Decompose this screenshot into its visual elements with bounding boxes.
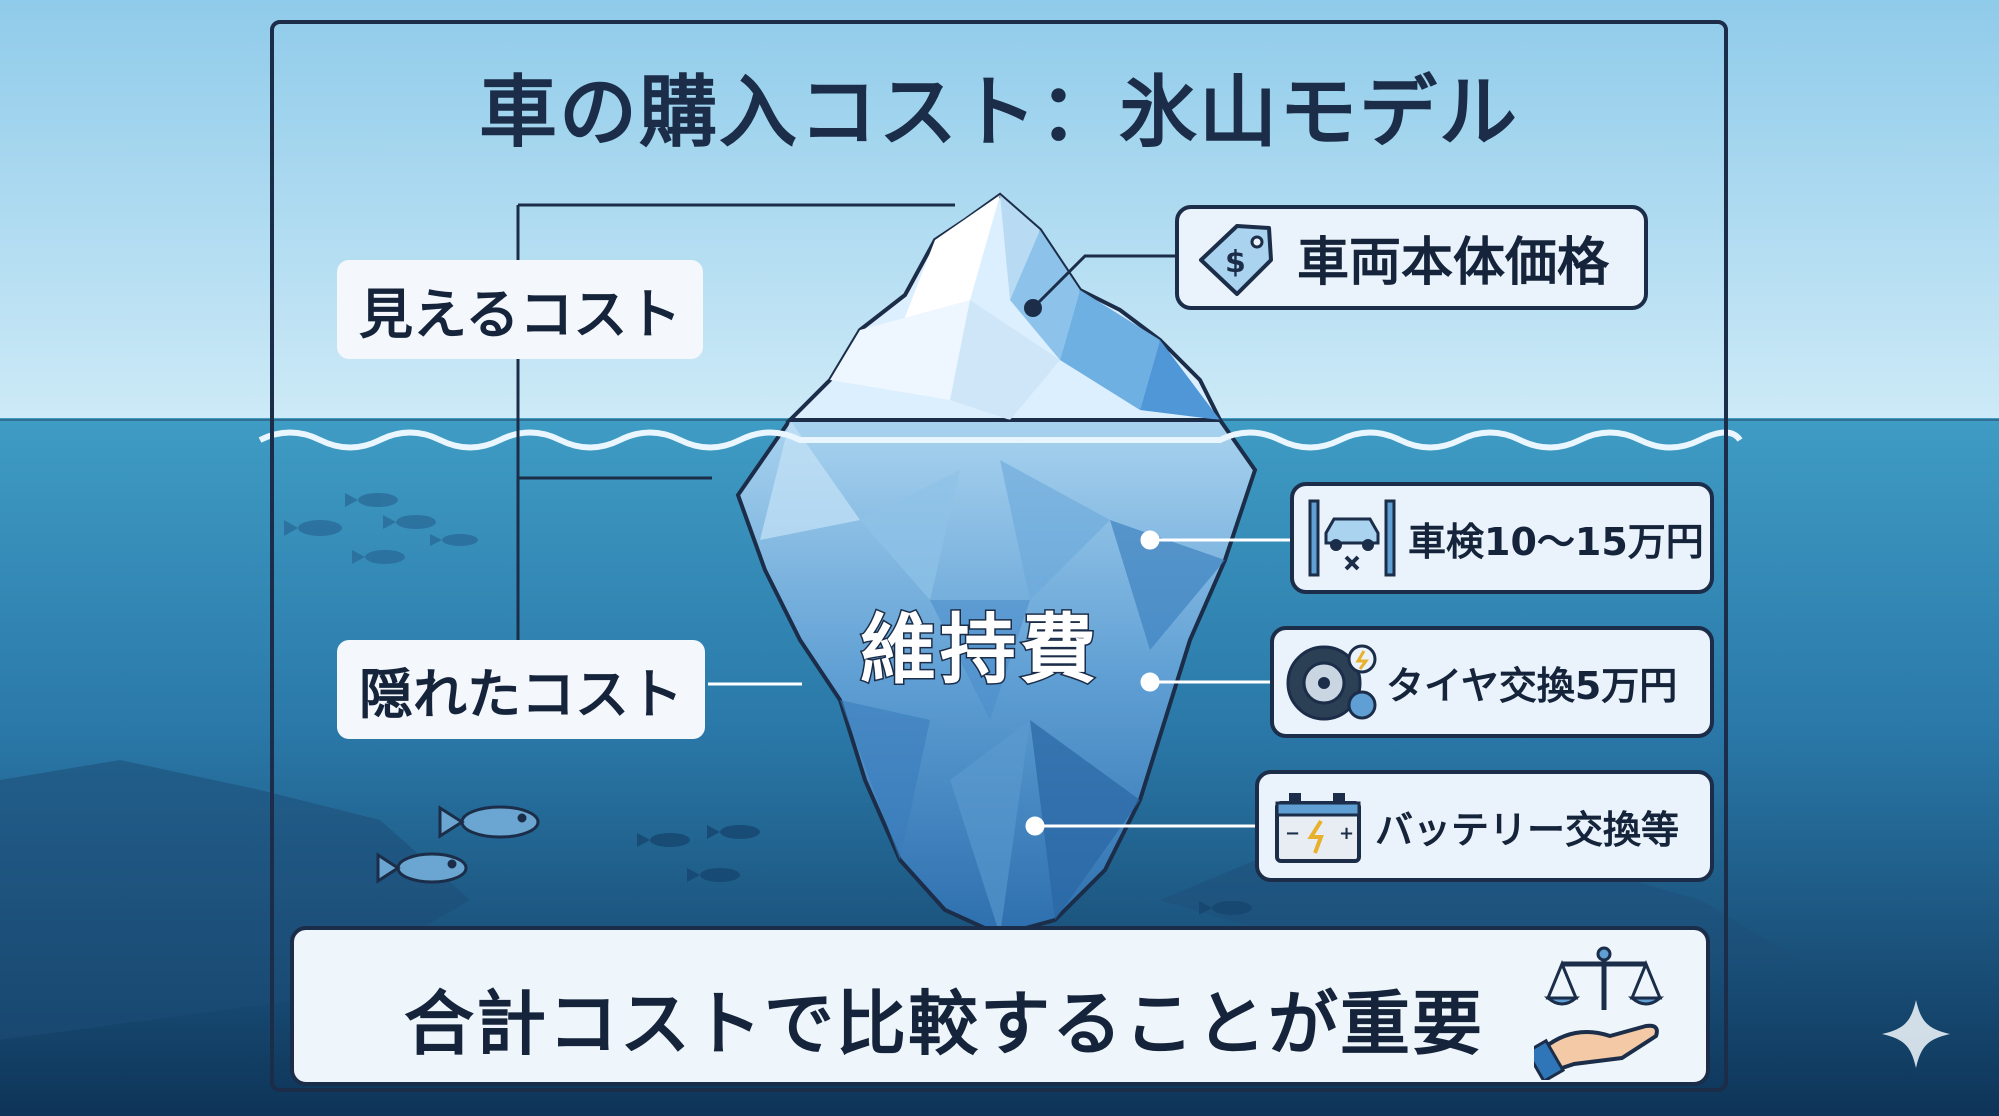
price-tag-icon: $	[1199, 223, 1273, 296]
tire-icon	[1286, 644, 1377, 721]
svg-text:+: +	[1339, 823, 1354, 844]
cost-connectors	[1025, 530, 1292, 836]
fish-school-upper	[284, 493, 478, 564]
hand-icon	[1534, 1023, 1659, 1080]
car-lift-icon	[1308, 499, 1396, 577]
battery-cost-box: − + バッテリー交換等	[1255, 770, 1714, 882]
inspection-cost-box: 車検10〜15万円	[1290, 482, 1714, 594]
tire-cost-text: タイヤ交換5万円	[1386, 663, 1678, 708]
fish-icon	[376, 805, 540, 884]
fish-school-lower	[637, 825, 1252, 915]
battery-cost-text: バッテリー交換等	[1375, 807, 1680, 852]
visible-cost-label: 見えるコスト	[337, 260, 704, 359]
page-title: 車の購入コスト：氷山モデル	[478, 68, 1519, 158]
seabed-rock-left	[0, 760, 470, 1040]
price-connector	[1024, 254, 1178, 317]
wave-line	[258, 429, 1743, 451]
svg-text:$: $	[1225, 245, 1246, 280]
conclusion-text: 合計コストで比較することが重要	[404, 983, 1484, 1065]
iceberg-underwater	[735, 418, 1258, 938]
scale-icon	[1534, 946, 1665, 1080]
hidden-cost-label: 隠れたコスト	[337, 640, 705, 739]
conclusion-box: 合計コストで比較することが重要	[290, 926, 1710, 1086]
vehicle-price-box: $ 車両本体価格	[1175, 205, 1648, 310]
tire-cost-box: タイヤ交換5万円	[1270, 626, 1714, 738]
diagram-frame	[270, 20, 1728, 1092]
sparkle-icon	[1882, 1000, 1950, 1068]
battery-icon: − +	[1275, 793, 1361, 863]
maintenance-cost-label: 維持費	[859, 604, 1100, 696]
inspection-cost-text: 車検10〜15万円	[1408, 519, 1704, 564]
svg-text:−: −	[1285, 823, 1300, 844]
vehicle-price-text: 車両本体価格	[1297, 233, 1610, 293]
iceberg-tip	[785, 192, 1224, 422]
